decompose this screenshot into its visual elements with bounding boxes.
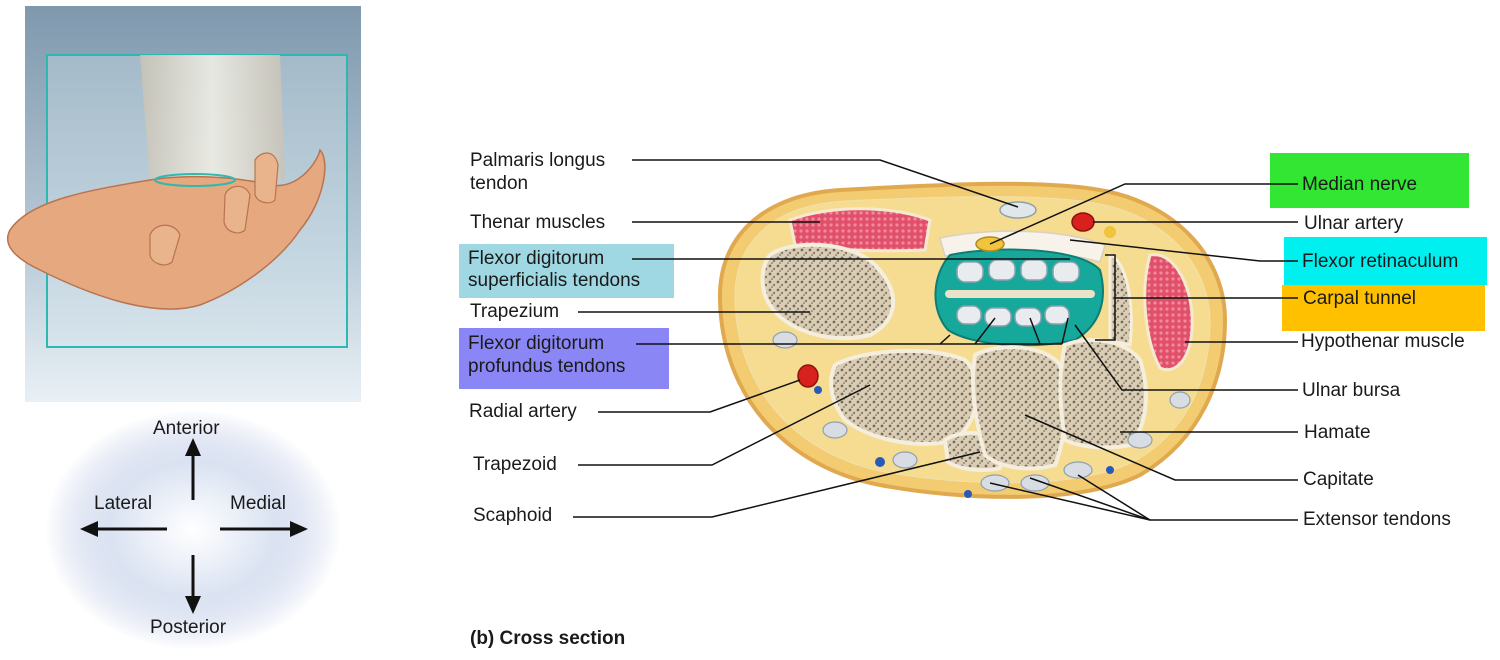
hypothenar-muscles-label: Hypothenar muscle bbox=[1301, 331, 1465, 352]
anterior-label: Anterior bbox=[153, 418, 220, 439]
palmaris-longus-label-line2: tendon bbox=[470, 173, 529, 194]
medial-label: Medial bbox=[230, 493, 286, 514]
extensor-tendons-label: Extensor tendons bbox=[1303, 509, 1451, 530]
carpal-tunnel-highlight bbox=[1282, 285, 1485, 331]
fds-highlight bbox=[459, 244, 674, 298]
hand-illustration bbox=[7, 6, 361, 402]
palmaris-longus-label: Palmaris longus bbox=[470, 150, 606, 171]
radial-artery-label: Radial artery bbox=[469, 401, 577, 422]
flexor-retinaculum-label: Flexor retinaculum bbox=[1302, 251, 1459, 272]
median-nerve-label: Median nerve bbox=[1302, 174, 1418, 195]
flexor-retinaculum-highlight bbox=[1284, 237, 1487, 285]
thenar-muscles-label: Thenar muscles bbox=[470, 212, 606, 233]
fds-label: Flexor digitorum bbox=[468, 248, 605, 269]
fds-label-line2: superficialis tendons bbox=[468, 270, 641, 291]
fdp-highlight bbox=[459, 328, 669, 389]
orientation-compass bbox=[45, 410, 341, 650]
ulnar-bursa-label: Ulnar bursa bbox=[1302, 380, 1401, 401]
trapezium-label: Trapezium bbox=[470, 301, 560, 322]
fdp-label-line2: profundus tendons bbox=[468, 356, 626, 377]
capitate-label: Capitate bbox=[1303, 469, 1374, 490]
leader-lines bbox=[573, 159, 1298, 521]
cross-section bbox=[717, 181, 1228, 499]
figure-caption: (b) Cross section bbox=[470, 628, 626, 649]
median-nerve-highlight bbox=[1270, 153, 1469, 208]
ulnar-artery-label: Ulnar artery bbox=[1304, 213, 1404, 234]
fdp-label: Flexor digitorum bbox=[468, 333, 605, 354]
posterior-label: Posterior bbox=[150, 617, 227, 638]
scaphoid-label: Scaphoid bbox=[473, 505, 553, 526]
trapezoid-label: Trapezoid bbox=[473, 454, 557, 475]
carpal-tunnel-label: Carpal tunnel bbox=[1303, 288, 1417, 309]
hamate-label: Hamate bbox=[1304, 422, 1371, 443]
lateral-label: Lateral bbox=[94, 493, 153, 514]
